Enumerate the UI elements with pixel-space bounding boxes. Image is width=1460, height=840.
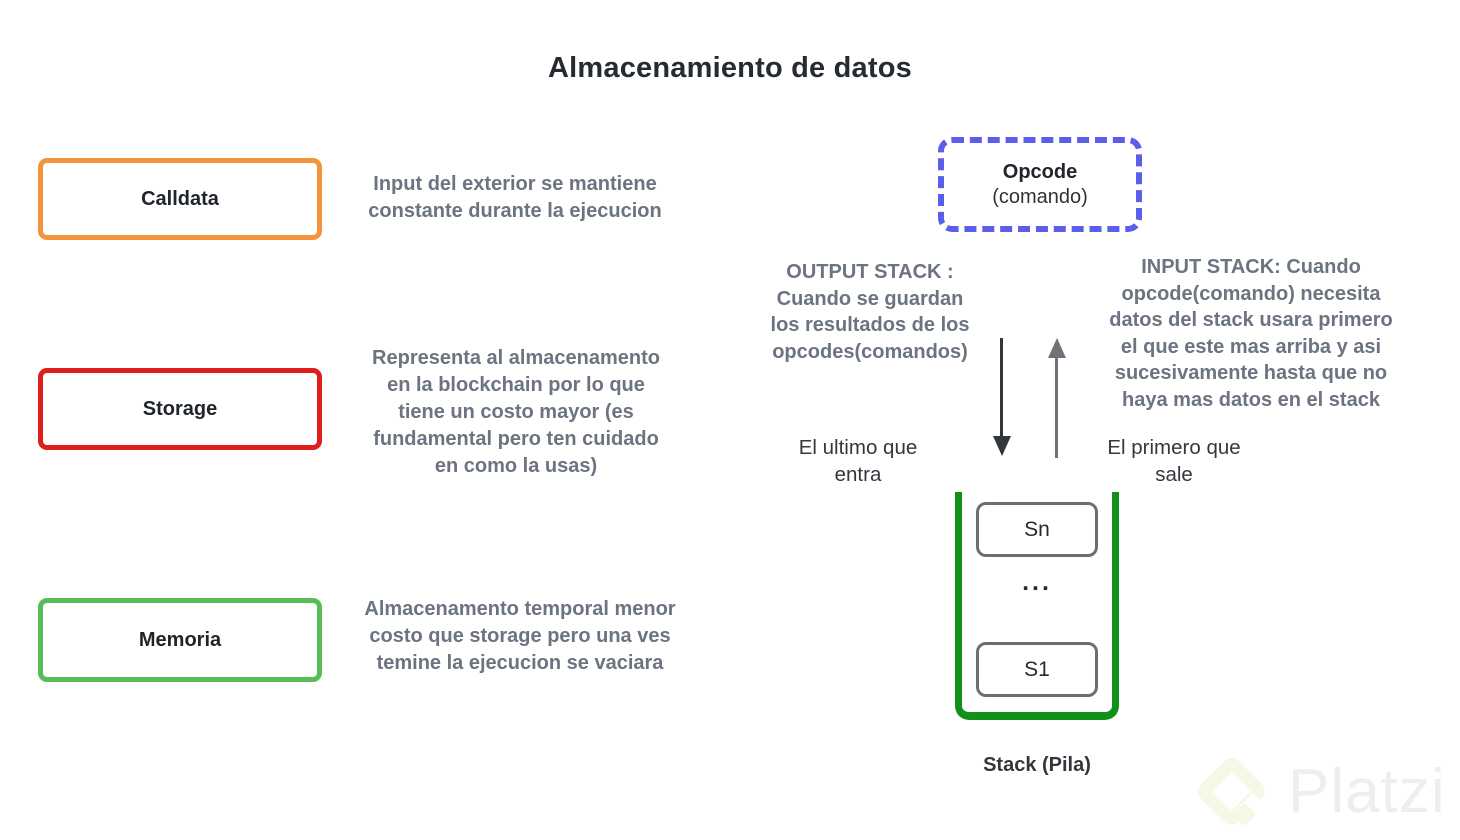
platzi-watermark-text: Platzi — [1288, 757, 1446, 826]
memoria-box-label: Memoria — [138, 628, 222, 651]
calldata-box-label: Calldata — [141, 187, 219, 210]
pop-arrow-label: El primero que sale — [1107, 436, 1241, 486]
input-stack-note: INPUT STACK: Cuando opcode(comando) nece… — [1109, 256, 1393, 411]
push-arrow-down-icon — [993, 436, 1011, 456]
calldata-box: Calldata — [38, 158, 322, 240]
stack-ellipsis: ... — [1022, 568, 1052, 596]
page-title: Almacenamiento de datos — [548, 52, 912, 84]
opcode-box-subtitle: (comando) — [992, 185, 1088, 208]
memoria-description: Almacenamento temporal menor costo que s… — [364, 598, 676, 674]
pop-arrow-line — [1055, 356, 1058, 458]
stack-slot-sn: Sn — [976, 502, 1098, 557]
push-arrow-line — [1000, 338, 1003, 438]
opcode-box: Opcode (comando) — [938, 137, 1142, 232]
memoria-box: Memoria — [38, 598, 322, 682]
opcode-box-title: Opcode — [1002, 160, 1078, 183]
storage-description: Representa al almacenamento en la blockc… — [372, 347, 660, 477]
stack-slot-s1-label: S1 — [1024, 657, 1050, 681]
calldata-description: Input del exterior se mantiene constante… — [368, 173, 662, 222]
stack-caption: Stack (Pila) — [983, 754, 1091, 776]
pop-arrow-up-icon — [1048, 338, 1066, 358]
storage-box-label: Storage — [142, 397, 218, 420]
output-stack-note: OUTPUT STACK : Cuando se guardan los res… — [770, 261, 970, 363]
storage-box: Storage — [38, 368, 322, 450]
stack-slot-s1: S1 — [976, 642, 1098, 697]
stack-slot-sn-label: Sn — [1024, 517, 1050, 541]
push-arrow-label: El ultimo que entra — [798, 436, 918, 486]
